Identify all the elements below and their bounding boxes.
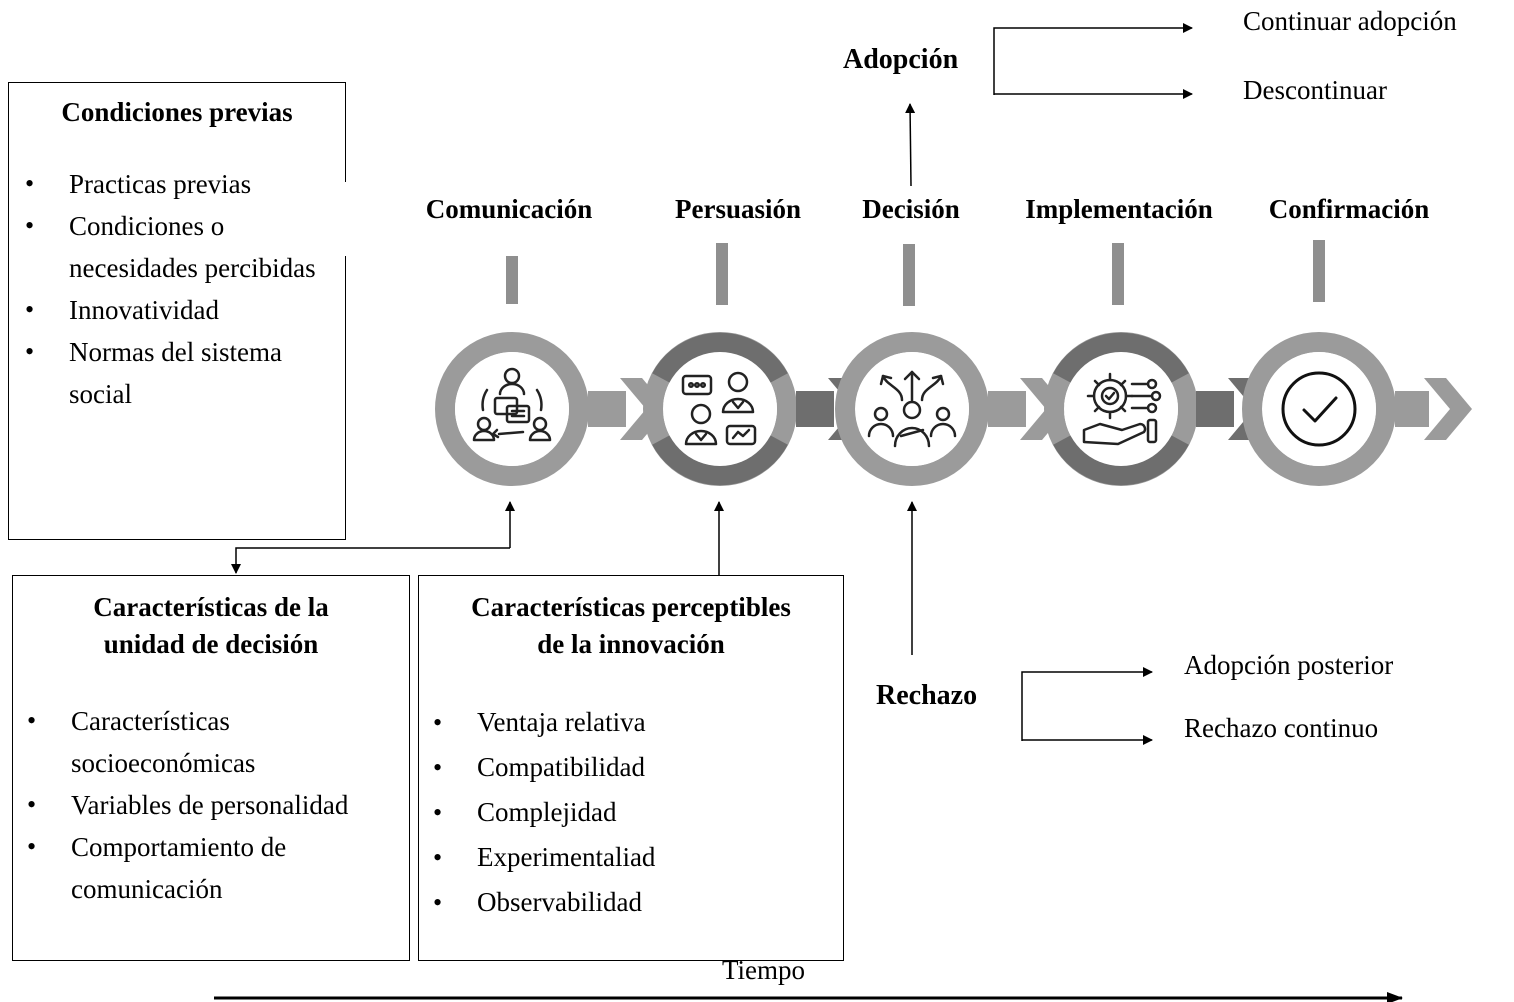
communication-icon xyxy=(457,354,567,464)
stage-label-implementacion: Implementación xyxy=(1025,194,1213,224)
implementation-gear-icon xyxy=(1066,354,1176,464)
stage-connector-1 xyxy=(588,378,668,440)
stage-label-confirmacion: Confirmación xyxy=(1268,194,1430,224)
rejection-outcome-continued-rejection: Rechazo continuo xyxy=(1184,713,1379,743)
decision-unit-box: Características de la unidad de decisión… xyxy=(12,575,410,961)
rejection-label: Rechazo xyxy=(876,680,978,711)
adoption-label: Adopción xyxy=(843,44,959,75)
list-item: Comportamiento de comunicación xyxy=(27,826,371,910)
list-item: Ventaja relativa xyxy=(433,700,817,745)
decision-unit-title-line1: Características de la xyxy=(93,592,329,622)
innovation-traits-box: Características perceptibles de la innov… xyxy=(418,575,844,961)
prior-conditions-box: Condiciones previas Practicas previas Co… xyxy=(8,82,346,540)
prior-conditions-title: Condiciones previas xyxy=(61,97,293,127)
stage-tick-2 xyxy=(716,243,728,305)
link-decision-unit-arrow xyxy=(231,547,510,574)
decision-unit-list: Características socioeconómicas Variable… xyxy=(27,700,371,910)
stage-tick-4 xyxy=(1112,243,1124,305)
list-item: Complejidad xyxy=(433,790,817,835)
decision-icon xyxy=(857,354,967,464)
list-item: Variables de personalidad xyxy=(27,784,371,826)
list-item: Practicas previas xyxy=(25,163,337,205)
stage-ring-confirmacion xyxy=(1242,332,1396,486)
stage-label-comunicacion: Comunicación xyxy=(425,194,593,224)
stage-tick-1 xyxy=(506,256,518,304)
persuasion-icon xyxy=(665,354,775,464)
list-item: Normas del sistema social xyxy=(25,331,337,415)
list-item: Experimentaliad xyxy=(433,835,817,880)
rejection-bracket-top xyxy=(1021,667,1153,741)
stage-tick-5 xyxy=(1313,240,1325,302)
innovation-traits-list: Ventaja relativa Compatibilidad Compleji… xyxy=(433,700,817,925)
adoption-outcome-discontinue: Descontinuar xyxy=(1243,75,1387,105)
list-item: Innovatividad xyxy=(25,289,337,331)
stage-label-decision: Decisión xyxy=(862,194,960,224)
adoption-bracket-top xyxy=(993,23,1193,95)
list-item: Compatibilidad xyxy=(433,745,817,790)
list-item: Condiciones o necesidades percibidas xyxy=(25,205,337,289)
list-item: Características socioeconómicas xyxy=(27,700,371,784)
prior-conditions-list: Practicas previas Condiciones o necesida… xyxy=(25,163,337,415)
link-adoption-arrow xyxy=(905,103,916,187)
stage-label-persuasion: Persuasión xyxy=(674,194,801,224)
stage-ring-decision xyxy=(835,332,989,486)
box-border-gap xyxy=(343,182,349,256)
stage-tick-3 xyxy=(903,244,915,306)
rejection-outcome-later-adoption: Adopción posterior xyxy=(1184,650,1394,680)
stage-ring-persuasion xyxy=(643,332,797,486)
stage-connector-end xyxy=(1395,378,1472,440)
innovation-traits-title-line1: Características perceptibles xyxy=(471,592,791,622)
list-item: Observabilidad xyxy=(433,880,817,925)
stage-ring-comunicacion xyxy=(435,332,589,486)
checkmark-icon xyxy=(1264,354,1374,464)
adoption-outcome-continue: Continuar adopción xyxy=(1243,6,1457,36)
innovation-traits-title-line2: de la innovación xyxy=(537,629,725,660)
decision-unit-title-line2: unidad de decisión xyxy=(103,629,319,660)
